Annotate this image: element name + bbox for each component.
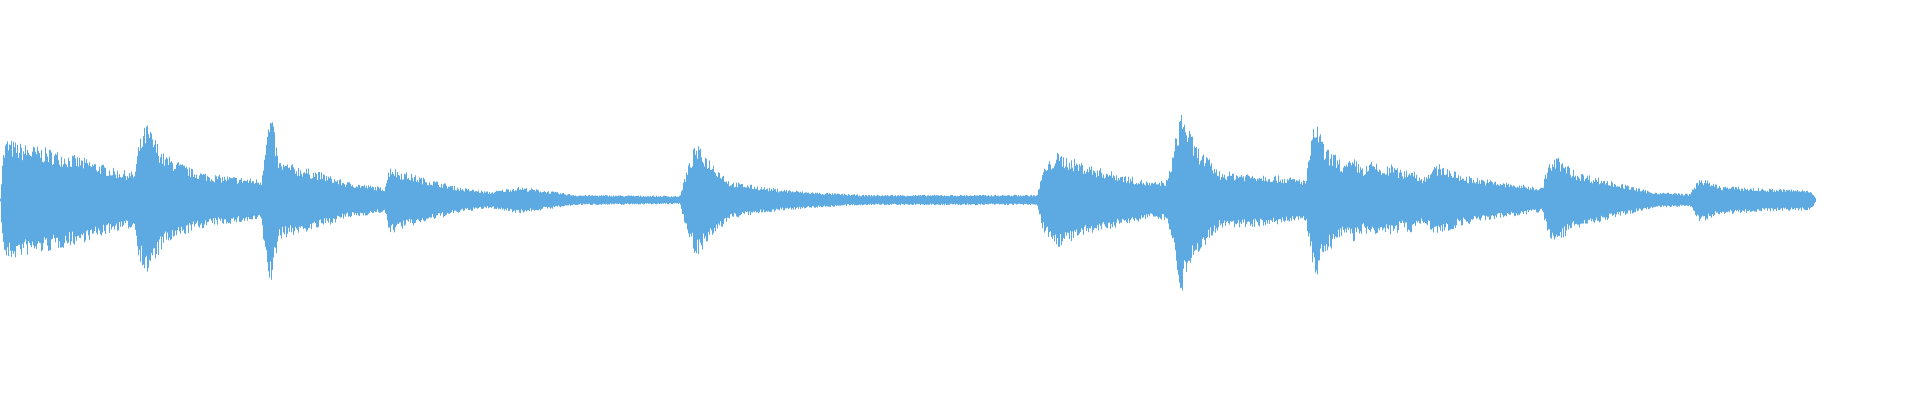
waveform-bars (0, 115, 1816, 291)
waveform-path (1, 115, 1816, 291)
